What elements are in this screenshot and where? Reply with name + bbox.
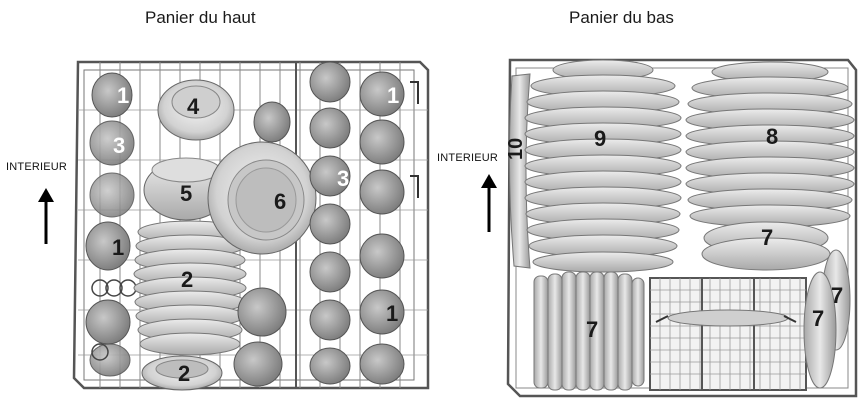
cups-left-column xyxy=(85,72,137,377)
label-plates-8: 8 xyxy=(766,124,778,149)
bowl-5 xyxy=(143,157,229,221)
label-side-7c: 7 xyxy=(831,283,843,308)
label-plate-6: 6 xyxy=(274,189,286,214)
plate-stack-8 xyxy=(685,61,855,228)
label-bowl-5: 5 xyxy=(180,181,192,206)
saucer-2-bottom xyxy=(141,355,223,391)
bowls-7a xyxy=(701,221,831,271)
interior-arrow-right xyxy=(481,174,497,232)
plate-stack-7b xyxy=(533,271,645,391)
plate-6 xyxy=(207,141,317,255)
side-items-7 xyxy=(803,249,851,389)
label-bowl-4: 4 xyxy=(187,94,200,119)
label-plates-9: 9 xyxy=(594,126,606,151)
top-basket: 1 3 1 4 5 6 2 2 1 3 1 xyxy=(72,60,430,391)
bowl-4 xyxy=(157,79,235,141)
label-bowls-7a: 7 xyxy=(761,225,773,250)
label-side-7d: 7 xyxy=(812,306,824,331)
label-saucers-2: 2 xyxy=(181,267,193,292)
cutlery-basket xyxy=(649,277,807,391)
label-tray-10: 10 xyxy=(505,138,527,160)
label-cup-1b: 1 xyxy=(112,235,124,260)
top-basket-title: Panier du haut xyxy=(145,8,256,27)
interior-arrow-left xyxy=(38,188,54,244)
cups-middle xyxy=(233,101,291,387)
plate-stack-9 xyxy=(524,59,682,273)
label-cup-1d: 1 xyxy=(386,301,398,326)
bottom-basket-title: Panier du bas xyxy=(569,8,674,27)
cups-right-column xyxy=(309,61,405,385)
interior-label-left: INTERIEUR xyxy=(6,161,68,173)
label-cup-1a: 1 xyxy=(117,83,129,108)
interior-label-right: INTERIEUR xyxy=(437,152,499,164)
label-cup-3b: 3 xyxy=(337,166,349,191)
label-saucer-2b: 2 xyxy=(178,361,190,386)
tray-10 xyxy=(508,73,531,269)
label-cup-1c: 1 xyxy=(387,83,399,108)
label-plates-7b: 7 xyxy=(586,317,598,342)
bottom-basket: 9 8 10 7 7 7 7 xyxy=(505,58,858,398)
label-cup-3a: 3 xyxy=(113,133,125,158)
